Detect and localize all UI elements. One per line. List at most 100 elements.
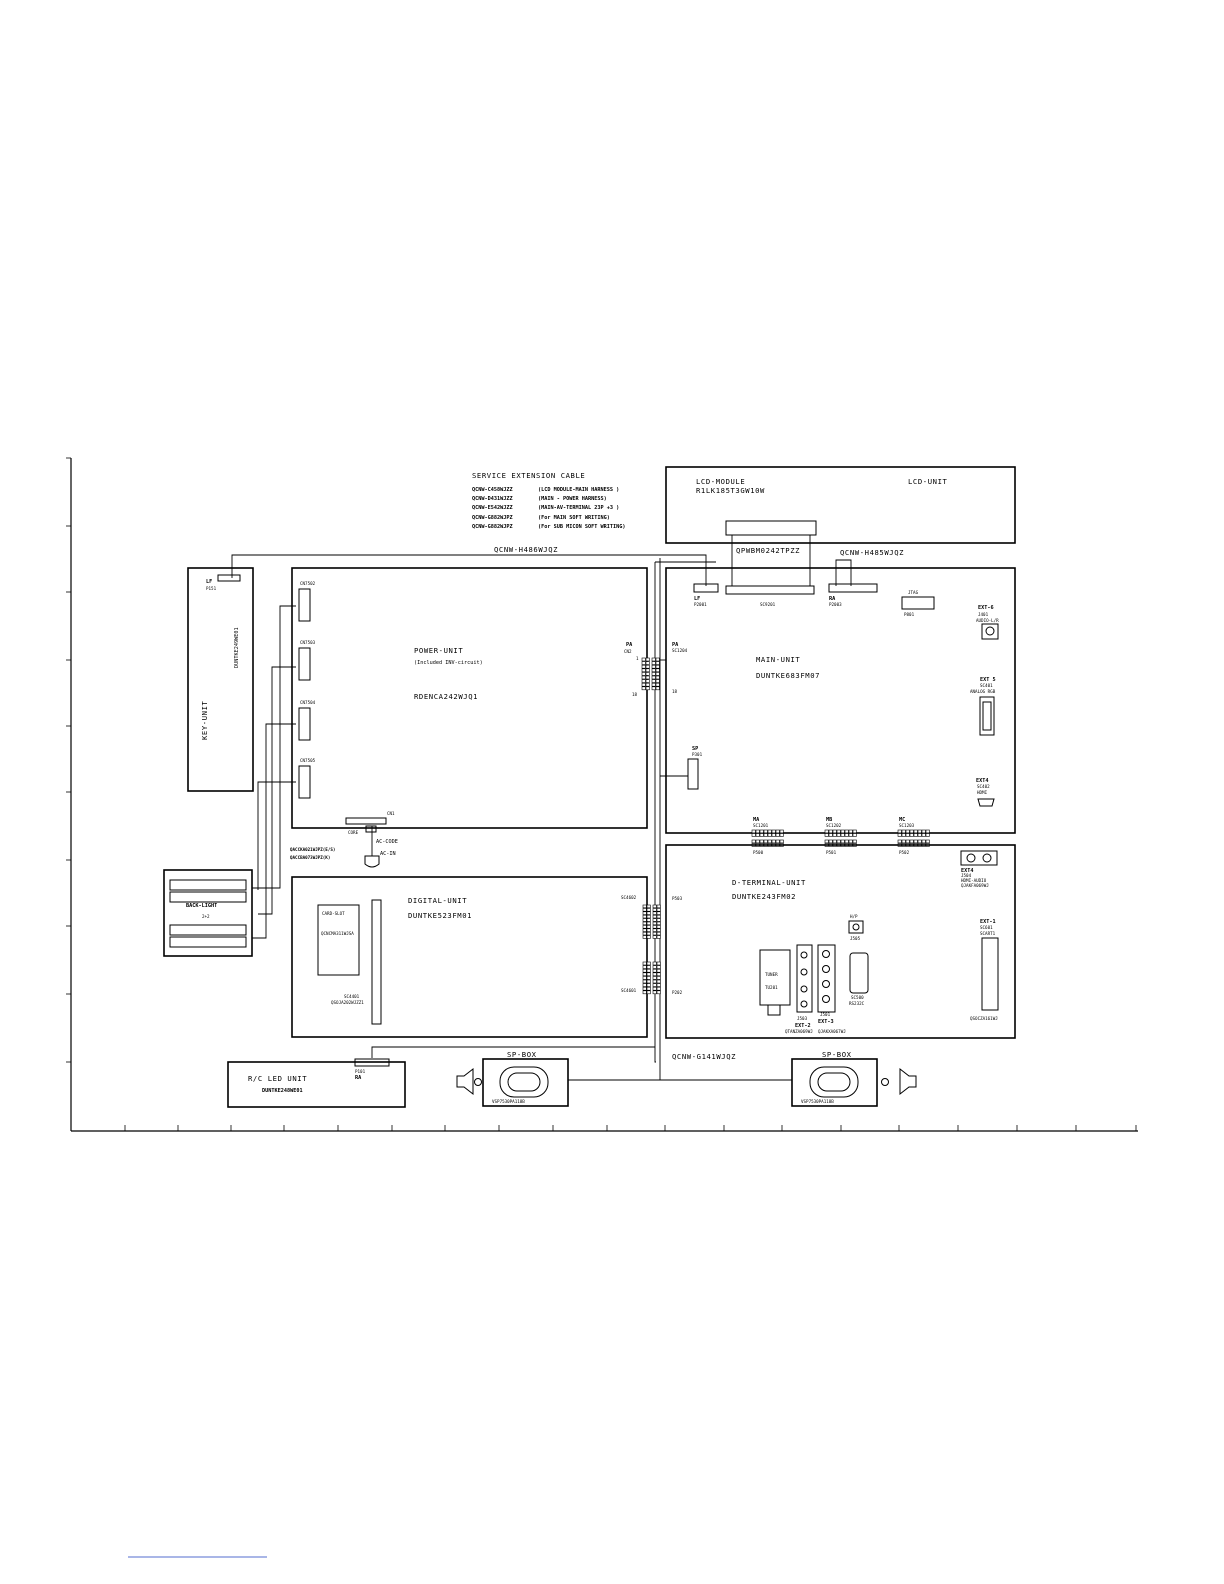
main-mc-label: MC — [899, 817, 905, 823]
connector-pin — [646, 918, 651, 922]
connector-pin — [645, 682, 650, 687]
sp-box-left-label: SP-BOX — [507, 1050, 537, 1059]
frame-ruler — [66, 457, 1138, 1132]
main-ext6-label: EXT-6 — [978, 605, 994, 611]
dterminal-hp-label: H/P — [850, 914, 858, 919]
service-cable-part-1: QCNW-C458WJZZ — [472, 487, 513, 493]
connector-pin — [645, 664, 650, 669]
connector-pin — [909, 829, 914, 834]
connector-pin — [642, 921, 647, 926]
connector-pin — [652, 965, 657, 969]
service-cable-desc-1: (LCD MODULE-MAIN HARNESS ) — [538, 487, 619, 493]
dterminal-sc500-label: SC500 — [851, 995, 864, 1000]
connector-pin — [646, 983, 651, 987]
speaker-icon — [899, 1067, 917, 1096]
rc-led-ra: RA — [355, 1075, 362, 1081]
service-cable-part-3: QCNW-E542WJZZ — [472, 505, 513, 511]
connector-pin — [651, 672, 656, 676]
connector-pin — [642, 990, 647, 995]
rca-jack-icon — [822, 980, 830, 988]
connector-pin — [763, 829, 768, 834]
dterminal-hdmi-audio-label: HDMI-AUDIO — [961, 878, 987, 883]
connector-pin — [925, 829, 930, 834]
connector-pin — [652, 928, 657, 932]
lcd-module-part: R1LK185T3GW10W — [696, 486, 765, 495]
main-p301-label: P301 — [692, 752, 703, 757]
connector-pin — [656, 918, 661, 922]
main-pa-label: PA — [672, 642, 679, 648]
connector-pin — [656, 911, 661, 915]
connector-pin — [652, 983, 657, 987]
power-unit: CN7502 CN7503 CN7504 CN7505 POWER-UNIT (… — [291, 567, 648, 835]
main-sp-label: SP — [692, 746, 698, 752]
connector-pin — [913, 829, 918, 834]
connector-pin — [921, 829, 926, 834]
dterminal-p202-label: P202 — [672, 990, 683, 995]
connector-pin — [656, 961, 661, 966]
connector-pin — [656, 968, 661, 973]
ac-part-1: QACCKA021WJPZ(E/S) — [290, 847, 335, 852]
sp-box-right-part: VSP7530PA118B — [801, 1099, 834, 1104]
cable-g141-label: QCNW-G141WJQZ — [672, 1052, 736, 1061]
connector-pin — [652, 918, 657, 922]
connector-pin — [832, 839, 837, 844]
connector-pin — [656, 921, 661, 926]
connector-pin — [652, 914, 657, 919]
connector-pin — [897, 829, 902, 834]
connector-pin — [656, 935, 661, 939]
connector-pin — [641, 682, 646, 687]
connector-pin — [824, 833, 829, 837]
main-sc1202-label: SC1202 — [826, 823, 842, 828]
connector-pin — [844, 833, 849, 837]
rca-jack-icon — [800, 1000, 808, 1008]
connector-pin — [905, 839, 910, 844]
connector-pin — [767, 839, 772, 844]
connector-pin — [844, 839, 849, 844]
connector-pin — [852, 839, 857, 844]
connector-pin — [840, 829, 845, 834]
connector-pin — [836, 833, 841, 837]
connector-pin — [909, 833, 914, 837]
connector-pin — [646, 972, 651, 977]
main-sc9201-label: SC9201 — [760, 602, 776, 607]
connector-pin — [646, 904, 651, 909]
connector-pin — [656, 979, 661, 984]
main-lf-label: LF — [694, 596, 700, 602]
connector-pin — [651, 657, 656, 662]
connector-pin — [651, 661, 656, 665]
connector-pin — [901, 833, 906, 837]
digital-connector-stack — [642, 904, 661, 995]
service-cable-part-4: QCNW-G882WJPZ — [472, 515, 513, 521]
digital-sc4602-label: SC4602 — [621, 895, 637, 900]
connector-pin — [925, 839, 930, 844]
dterminal-sc601-part: QSOCZA161WJ — [970, 1016, 998, 1021]
connector-pin — [642, 983, 647, 987]
lcd-flex-cable-part: QPWBM0242TPZZ — [736, 546, 800, 555]
connector-pin — [836, 829, 841, 834]
digital-sc4601-label: SC4601 — [621, 988, 637, 993]
hdmi-port-icon — [977, 798, 995, 807]
sp-box-left: SP-BOX VSP7530PA118B — [456, 1050, 569, 1107]
dterminal-unit-part: DUNTKE243FM02 — [732, 892, 796, 901]
connector-pin — [641, 668, 646, 673]
power-cn2-pin-18: 18 — [632, 692, 638, 697]
connector-pin — [656, 986, 661, 991]
connector-pin — [897, 833, 902, 837]
digital-unit-label: DIGITAL-UNIT — [408, 896, 467, 905]
rca-jack-icon — [822, 965, 830, 973]
dterminal-j505-label: J505 — [850, 936, 861, 941]
connector-pin — [771, 829, 776, 834]
rc-led-part: DUNTKE248WE01 — [262, 1088, 303, 1094]
connector-pin — [913, 833, 918, 837]
power-cn7505-label: CN7505 — [300, 758, 316, 763]
connector-pin — [645, 675, 650, 680]
connector-pin — [909, 839, 914, 844]
connector-pin — [642, 979, 647, 984]
wiring — [231, 554, 852, 1081]
connector-pin — [646, 986, 651, 991]
connector-pin — [646, 976, 651, 980]
connector-pin — [848, 833, 853, 837]
connector-pin — [652, 911, 657, 915]
rca-jack-icon — [982, 853, 992, 863]
connector-pin — [641, 675, 646, 680]
